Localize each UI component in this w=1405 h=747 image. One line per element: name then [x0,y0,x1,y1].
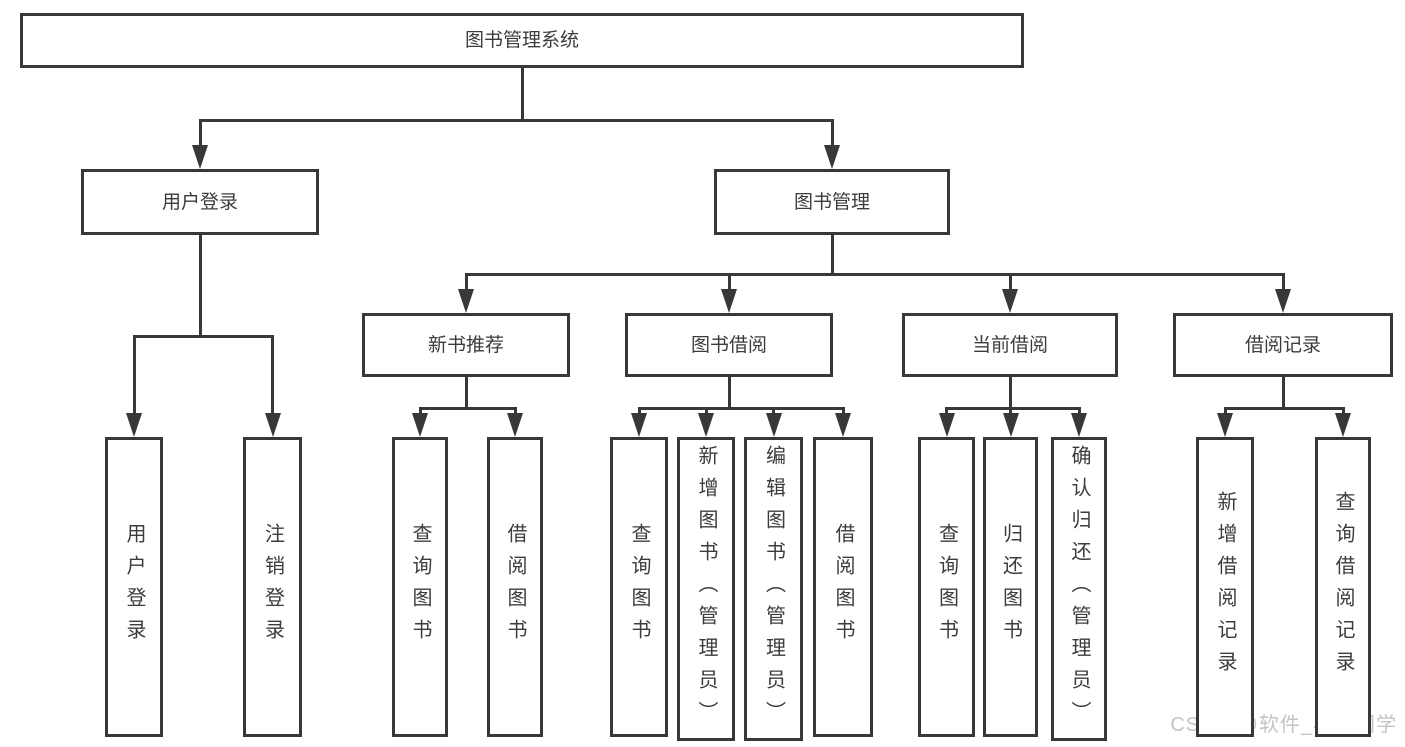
connector-line [198,235,202,338]
arrowhead-icon [412,413,428,437]
node-logout-leaf: 注销登录 [243,437,302,737]
node-current: 当前借阅 [902,313,1118,377]
connector-line [704,407,708,415]
connector-line [830,119,834,147]
arrowhead-icon [192,145,208,169]
node-cur-return: 归还图书 [983,437,1038,737]
node-his-query: 查询借阅记录 [1315,437,1371,737]
node-his-add: 新增借阅记录 [1196,437,1254,737]
connector-line [1281,273,1285,291]
connector-line [945,407,1081,410]
connector-line [1008,377,1012,410]
arrowhead-icon [1275,289,1291,313]
arrowhead-icon [824,145,840,169]
connector-line [520,68,524,122]
node-borrow: 图书借阅 [625,313,833,377]
connector-line [1341,407,1345,415]
arrowhead-icon [631,413,647,437]
connector-line [464,273,1285,276]
node-login-leaf: 用户登录 [105,437,163,737]
arrowhead-icon [698,413,714,437]
arrowhead-icon [938,413,955,437]
connector-line [637,407,641,415]
connector-line [727,273,731,291]
connector-line [1009,407,1012,415]
connector-line [1223,407,1345,410]
connector-line [271,335,274,415]
connector-line [830,235,834,276]
node-rec-borrow: 借阅图书 [487,437,543,737]
arrowhead-icon [507,413,523,437]
node-cur-query: 查询图书 [918,437,975,737]
connector-line [841,407,845,415]
arrowhead-icon [1335,413,1351,437]
node-bor-edit: 编辑图书（管理员） [744,437,803,741]
arrowhead-icon [458,289,474,313]
connector-line [772,407,775,415]
arrowhead-icon [721,289,737,313]
connector-line [513,407,517,415]
node-cur-confirm: 确认归还（管理员） [1051,437,1107,741]
connector-line [1008,273,1012,291]
arrowhead-icon [765,413,782,437]
connector-line [637,407,845,410]
arrowhead-icon [264,413,281,437]
connector-line [418,407,422,415]
node-mgmt: 图书管理 [714,169,950,235]
connector-line [1281,377,1285,410]
arrowhead-icon [1071,413,1087,437]
arrowhead-icon [1002,289,1018,313]
node-rec-query: 查询图书 [392,437,448,737]
arrowhead-icon [835,413,851,437]
connector-line [1223,407,1227,415]
connector-line [1077,407,1081,415]
arrowhead-icon [1002,413,1019,437]
connector-line [464,273,468,291]
node-bor-borrow: 借阅图书 [813,437,873,737]
connector-line [132,335,136,415]
connector-line [132,335,274,338]
arrowhead-icon [126,413,142,437]
connector-line [418,407,517,410]
node-root: 图书管理系统 [20,13,1024,68]
node-bor-add: 新增图书（管理员） [677,437,735,741]
connector-line [727,377,731,410]
node-login: 用户登录 [81,169,319,235]
connector-line [198,119,202,147]
node-bor-query: 查询图书 [610,437,668,737]
node-history: 借阅记录 [1173,313,1393,377]
connector-line [945,407,948,415]
node-rec: 新书推荐 [362,313,570,377]
arrowhead-icon [1217,413,1233,437]
connector-line [198,119,834,122]
connector-line [464,377,468,410]
